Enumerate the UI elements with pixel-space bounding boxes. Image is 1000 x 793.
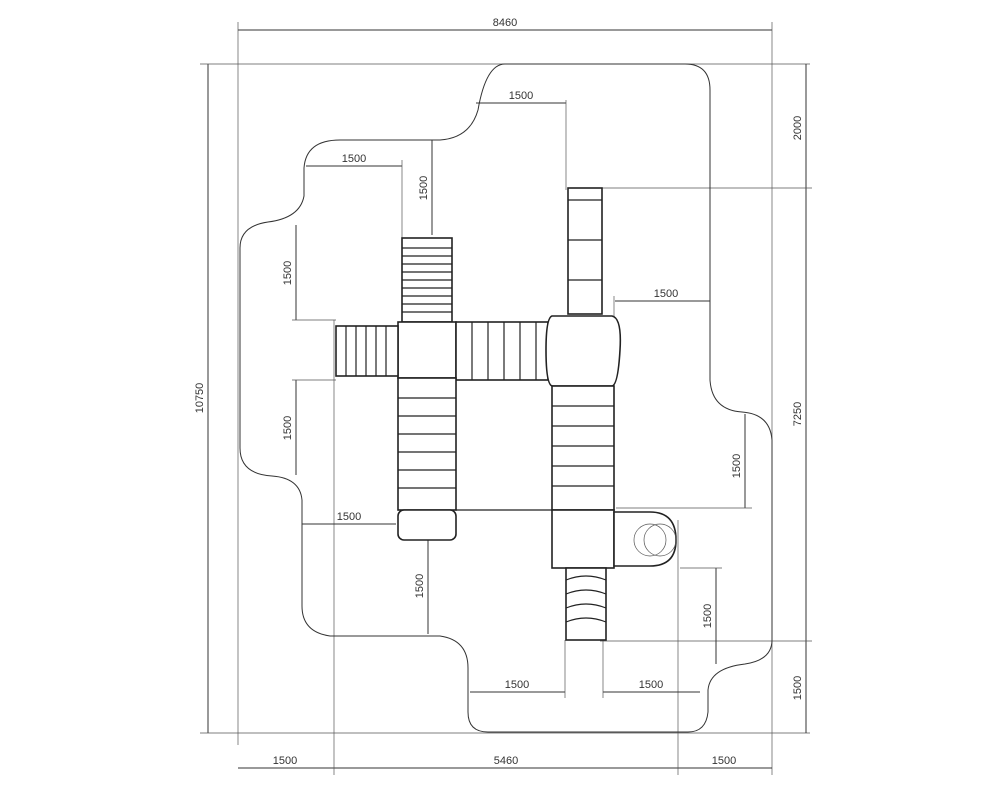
- slide-top-right: [567, 187, 603, 315]
- label-top-left-gap-h: 1500: [342, 153, 366, 165]
- bridge-left: [335, 325, 399, 377]
- safety-zone-outline: [239, 63, 773, 733]
- label-top-margin: 2000: [792, 116, 804, 140]
- outer-dimension-lines: [200, 22, 812, 775]
- label-right-upper-gap: 1500: [654, 288, 678, 300]
- ladder-top-left: [401, 237, 453, 323]
- label-left-upper-gap: 1500: [282, 261, 294, 285]
- label-margin-left: 1500: [273, 755, 297, 767]
- label-bottom-right-gap: 1500: [639, 679, 663, 691]
- label-total-height: 10750: [194, 383, 206, 414]
- label-center-width: 5460: [494, 755, 518, 767]
- label-bottom-margin: 1500: [792, 676, 804, 700]
- arched-ladder-bottom: [565, 567, 607, 641]
- bridge-top: [455, 321, 549, 381]
- label-right-lower-gap: 1500: [702, 604, 714, 628]
- label-margin-right: 1500: [712, 755, 736, 767]
- label-total-width: 8460: [493, 17, 517, 29]
- platform-right: [551, 509, 615, 569]
- label-bottom-left-gap: 1500: [505, 679, 529, 691]
- label-top-left-gap-v: 1500: [418, 176, 430, 200]
- label-left-lower-gap: 1500: [282, 416, 294, 440]
- platform-left: [397, 321, 457, 379]
- label-center-bottom-gap: 1500: [414, 574, 426, 598]
- label-middle-height: 7250: [792, 402, 804, 426]
- label-right-mid-gap: 1500: [731, 454, 743, 478]
- climbing-ladder-right: [551, 385, 615, 511]
- climbing-rock-panel: [545, 315, 622, 387]
- inner-dimension-lines: [292, 100, 752, 698]
- tube-slide-right: [613, 511, 677, 567]
- label-left-bottom-gap: 1500: [337, 511, 361, 523]
- label-top-mid-gap: 1500: [509, 90, 533, 102]
- step-left-bottom: [397, 509, 457, 541]
- climbing-ladder-left: [397, 377, 457, 511]
